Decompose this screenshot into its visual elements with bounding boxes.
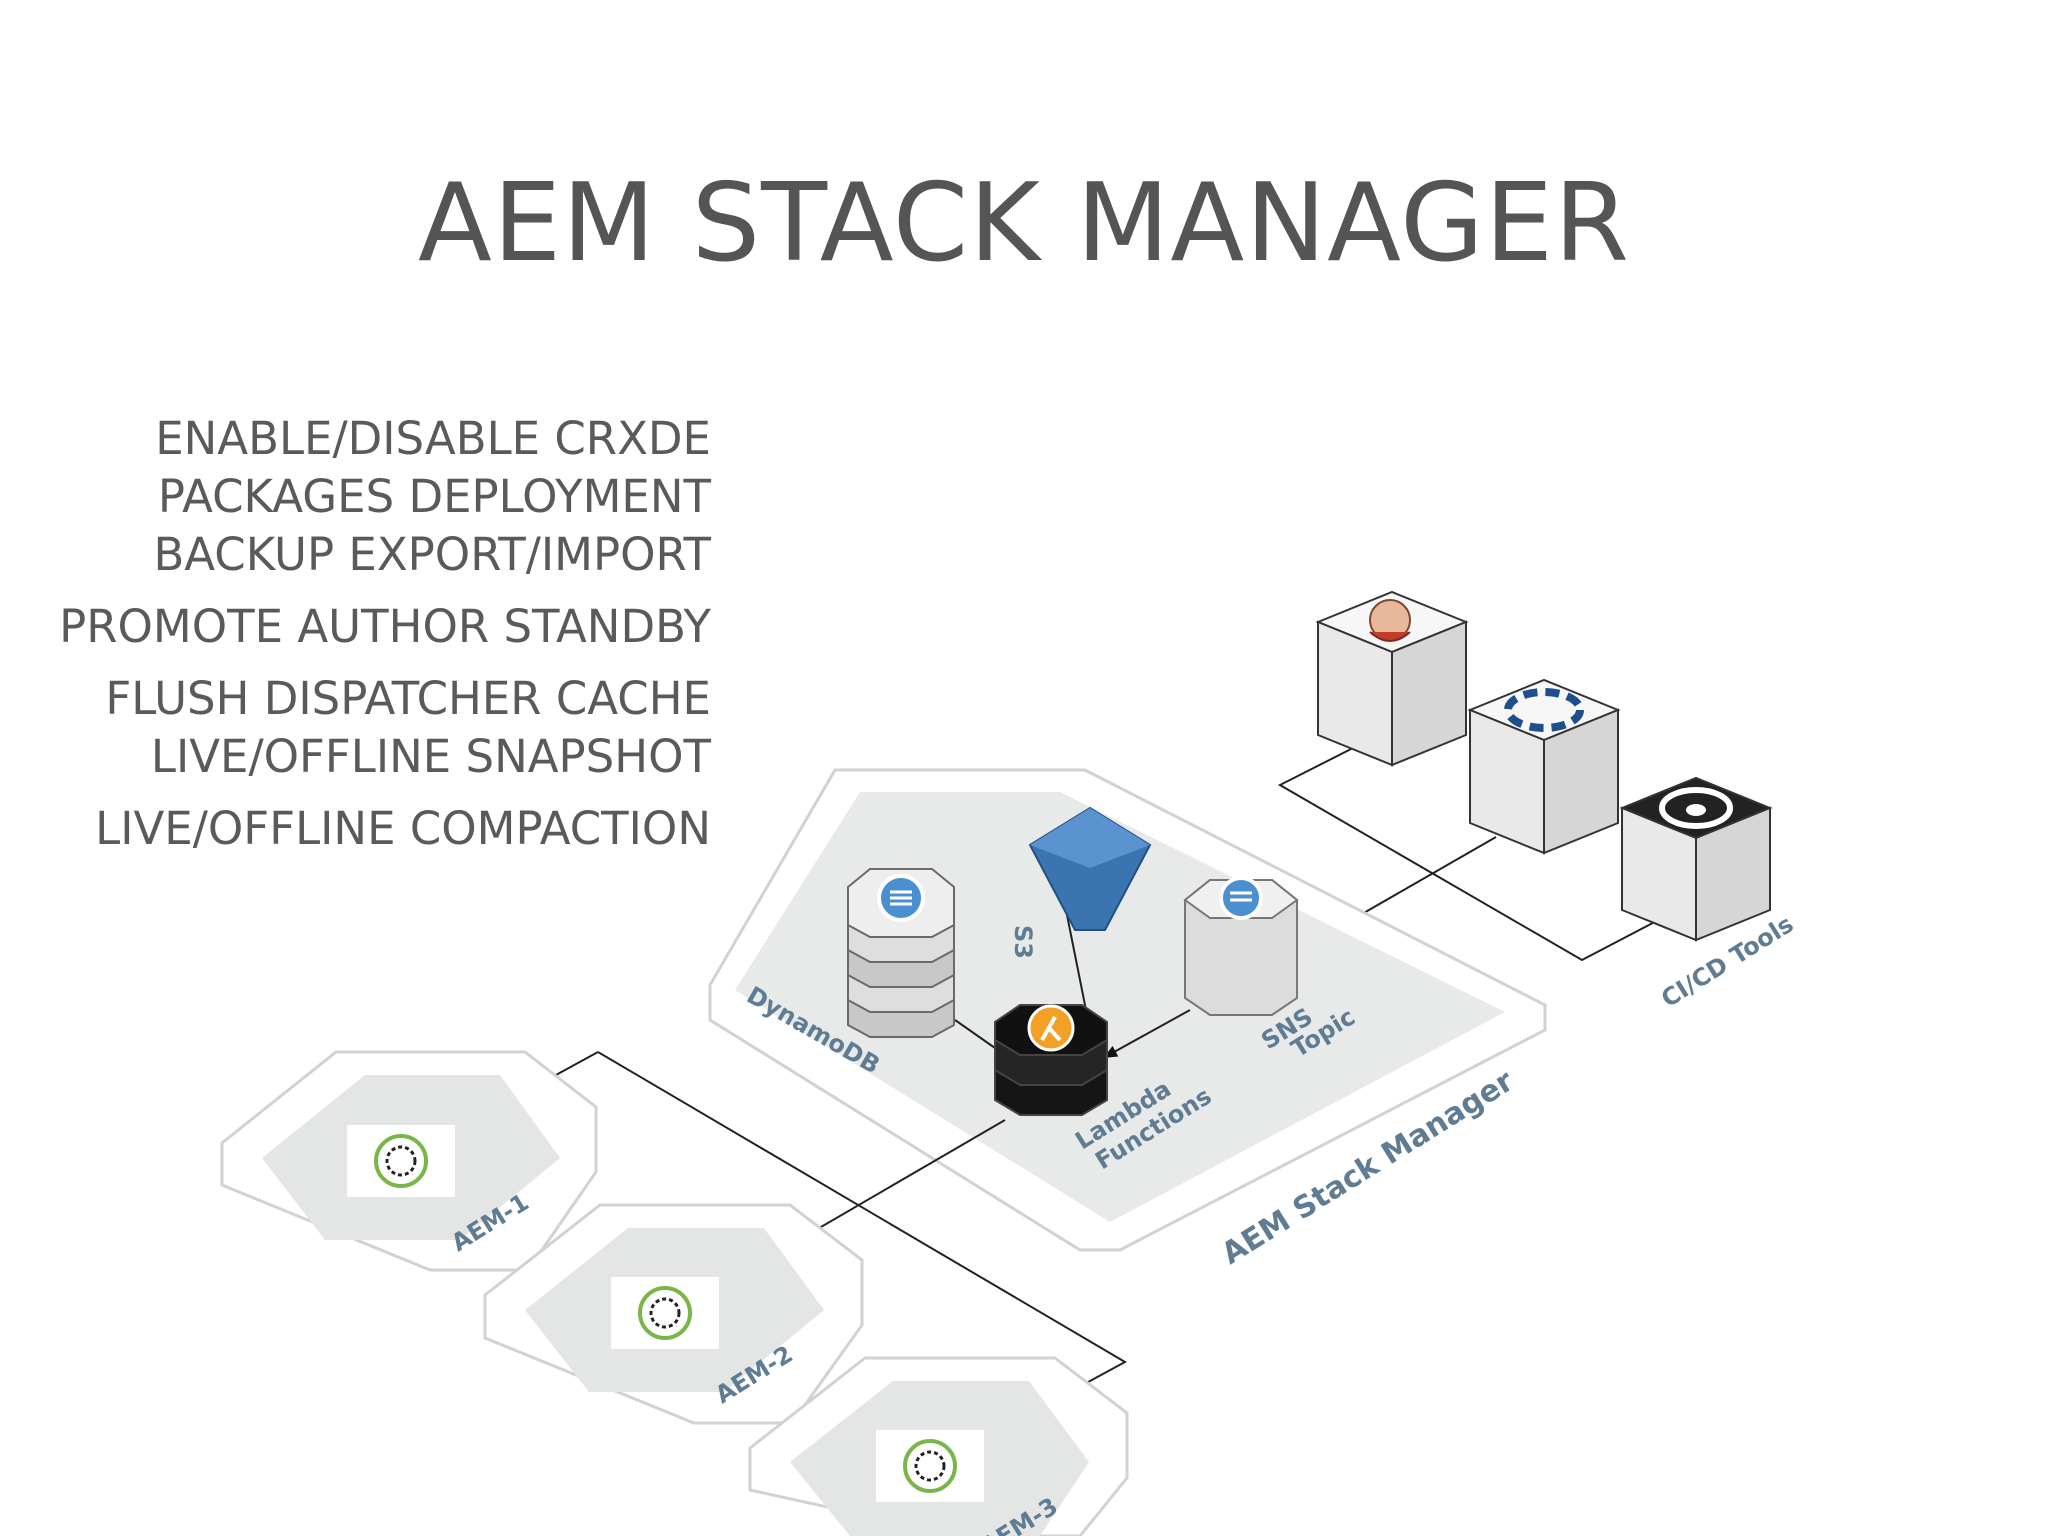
s3-bucket-icon: [1028, 806, 1152, 931]
feature-item: LIVE/OFFLINE SNAPSHOT: [150, 730, 711, 783]
aem-icon: [903, 1439, 957, 1493]
dynamodb-icon: [847, 868, 955, 1038]
lambda-functions-icon: [994, 1004, 1108, 1116]
aem-node-1: [220, 1050, 598, 1272]
feature-item: LIVE/OFFLINE COMPACTION: [95, 802, 711, 855]
spinnaker-cube-icon: [1619, 776, 1773, 942]
feature-list: ENABLE/DISABLE CRXDE PACKAGES DEPLOYMENT…: [0, 410, 711, 858]
feature-item: PROMOTE AUTHOR STANDBY: [59, 600, 711, 653]
aem-icon: [638, 1286, 692, 1340]
s3-label: S3: [1009, 925, 1037, 959]
aem-icon: [374, 1134, 428, 1188]
jenkins-cube-icon: [1315, 590, 1469, 767]
feature-item: PACKAGES DEPLOYMENT: [157, 470, 711, 523]
page-title: AEM STACK MANAGER: [417, 161, 1631, 286]
feature-item: ENABLE/DISABLE CRXDE: [155, 412, 711, 465]
feature-item: FLUSH DISPATCHER CACHE: [105, 672, 711, 725]
sns-topic-icon: [1183, 876, 1299, 1016]
aem-node-2: [483, 1203, 864, 1425]
feature-item: BACKUP EXPORT/IMPORT: [153, 528, 711, 581]
aem-node-3: [748, 1356, 1129, 1536]
circular-tool-cube-icon: [1467, 678, 1621, 855]
